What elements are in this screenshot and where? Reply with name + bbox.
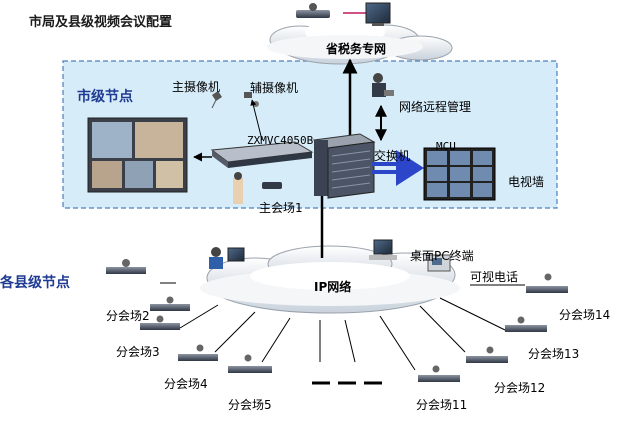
branch-terminal-12 [466,346,508,363]
remote-mgmt-label: 网络远程管理 [399,100,472,114]
city-node-label: 市级节点 [77,89,133,105]
link-aux-camera [250,99,263,141]
branch-terminal-14 [526,273,568,293]
branch-label-14: 分会场14 [559,308,611,322]
top-camera-device [296,3,330,18]
branch-terminal-2 [150,296,190,311]
branch-label-12: 分会场12 [494,381,546,395]
branch-terminal-4 [178,344,218,361]
tv-wall-label: 电视墙 [508,175,545,189]
branch-label-2: 分会场2 [106,309,150,323]
branch-terminal-13 [505,316,547,332]
ip-network-label: IP网络 [314,280,352,294]
switch-label: 交换机 [374,149,411,163]
branch-label-13: 分会场13 [528,347,580,361]
top-monitor [365,2,391,26]
desktop-pc-label: 桌面PC终端 [410,249,474,263]
video-phone [427,254,451,272]
main-camera-label: 主摄像机 [172,80,221,94]
branch-links [160,282,525,371]
branch-terminal-11 [418,365,460,382]
codec-device [210,141,314,168]
ip-pc-operator [209,247,245,269]
branch-label-4: 分会场4 [164,377,208,391]
top-network-cloud [267,19,453,65]
top-network-label: 省税务专网 [326,42,387,56]
branch-terminal-top-left [106,259,146,274]
remote-mgmt-person [372,73,394,97]
main-venue-screen [87,117,188,193]
desktop-pc-terminal [369,239,397,260]
arrow-mcu-to-tvwall [372,150,424,186]
main-camera-icon [211,91,222,109]
main-venue-label: 主会场1 [259,201,303,215]
codec-model-label: ZXMVC4050B [247,134,314,147]
main-venue-devices [233,172,282,204]
ip-network-cloud [200,245,460,314]
county-node-label: 各县级节点 [0,275,70,291]
tv-wall [423,147,496,201]
branch-label-3: 分会场3 [116,345,160,359]
branch-label-5: 分会场5 [228,398,272,412]
branch-label-11: 分会场11 [416,398,468,412]
video-phone-label: 可视电话 [470,270,519,284]
mcu-rack [312,133,376,199]
diagram-title: 市局及县级视频会议配置 [29,15,173,30]
mcu-label: MCU [436,140,456,153]
branch-terminal-5 [228,354,272,373]
branch-terminal-3 [140,315,180,330]
aux-camera-label: 辅摄像机 [250,81,299,95]
